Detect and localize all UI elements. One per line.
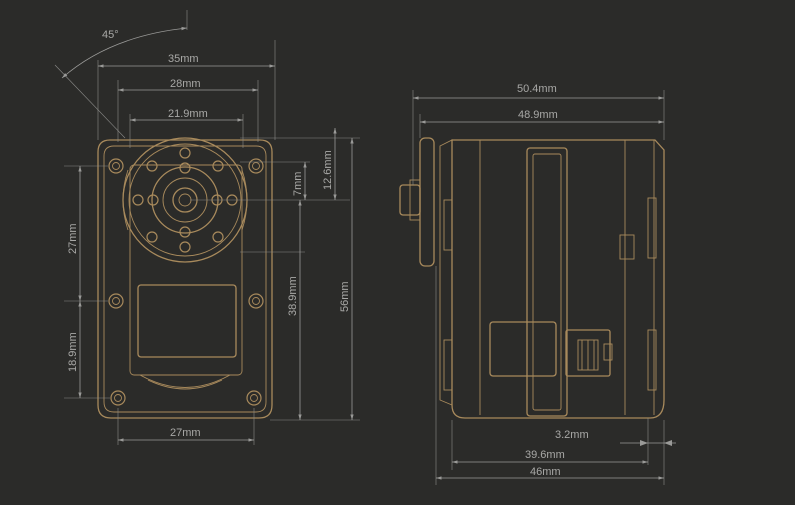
- side-center-channel: [526, 147, 568, 417]
- dim-56-label: 56mm: [339, 281, 351, 312]
- dim-39-6-label: 39.6mm: [525, 449, 565, 461]
- dim-3-2-arrow-right: [664, 440, 672, 446]
- dim-38-9-label: 38.9mm: [287, 276, 299, 316]
- front-lower-arc: [139, 374, 231, 388]
- mount-hole-inner: [252, 162, 260, 170]
- angle-arc: [61, 26, 188, 79]
- side-center-channel-inner: [532, 153, 562, 411]
- dim-46-label: 46mm: [530, 466, 561, 478]
- dim-27-label: 27mm: [67, 223, 79, 254]
- horn-hole: [179, 162, 191, 174]
- horn-left-bracket: [122, 169, 129, 231]
- mount-hole: [246, 390, 262, 406]
- side-body-outline: [451, 139, 665, 419]
- side-view: 50.4mm 48.9mm 3.2mm 39.6mm 46mm: [399, 83, 676, 485]
- side-left-clip: [443, 199, 453, 251]
- dim-7-label: 7mm: [292, 172, 304, 196]
- side-right-clip: [647, 197, 657, 259]
- horn-hole: [146, 160, 158, 172]
- side-left-clip-lower: [443, 339, 453, 391]
- front-extension-lines: [54, 10, 360, 445]
- front-label-window: [137, 284, 237, 358]
- horn-hole: [132, 194, 144, 206]
- front-body-outline: [97, 139, 273, 419]
- mount-hole-inner: [114, 394, 122, 402]
- side-connector-plug: [565, 329, 611, 377]
- dim-3-2-arrow-left: [640, 440, 648, 446]
- mounting-holes: [108, 158, 264, 406]
- dim-48-9-label: 48.9mm: [518, 109, 558, 121]
- mount-hole: [110, 390, 126, 406]
- side-connector-latch: [603, 343, 613, 361]
- horn-hole: [179, 147, 191, 159]
- side-extension-lines: [412, 90, 665, 485]
- front-view: 45° 35mm 28mm 21.9mm 27mm 27mm 18.9mm 12…: [54, 10, 360, 445]
- dim-18-9-label: 18.9mm: [67, 332, 79, 372]
- horn-holes: [132, 147, 238, 253]
- horn-hole: [147, 194, 159, 206]
- horn-center-hole: [178, 193, 192, 207]
- mount-hole: [108, 293, 124, 309]
- horn-hole: [212, 231, 224, 243]
- dim-12-6-label: 12.6mm: [322, 150, 334, 190]
- side-horn-disk: [419, 137, 435, 267]
- horn-hole: [179, 241, 191, 253]
- dim-3-2-label: 3.2mm: [555, 429, 589, 441]
- horn-hole: [212, 160, 224, 172]
- dim-28-label: 28mm: [170, 78, 201, 90]
- mount-hole: [248, 293, 264, 309]
- mount-hole-inner: [252, 297, 260, 305]
- dim-50-4-label: 50.4mm: [517, 83, 557, 95]
- side-small-tab: [619, 234, 635, 260]
- angle-label: 45°: [102, 29, 119, 41]
- side-right-clip-lower: [647, 329, 657, 391]
- front-center-panel: [129, 164, 243, 376]
- mount-hole-inner: [112, 297, 120, 305]
- dim-bottom-27-label: 27mm: [170, 427, 201, 439]
- mount-hole-inner: [112, 162, 120, 170]
- side-body-front-face: [439, 139, 453, 406]
- mount-hole: [108, 158, 124, 174]
- side-horn-spline: [409, 179, 421, 221]
- dim-35-label: 35mm: [168, 53, 199, 65]
- mount-hole: [248, 158, 264, 174]
- side-connector-housing: [489, 321, 557, 377]
- front-lower-arc-inner: [147, 379, 223, 390]
- horn-hole: [179, 226, 191, 238]
- front-body-inner-outline: [103, 145, 267, 413]
- dim-21-9-label: 21.9mm: [168, 108, 208, 120]
- horn-hole: [146, 231, 158, 243]
- mount-hole-inner: [250, 394, 258, 402]
